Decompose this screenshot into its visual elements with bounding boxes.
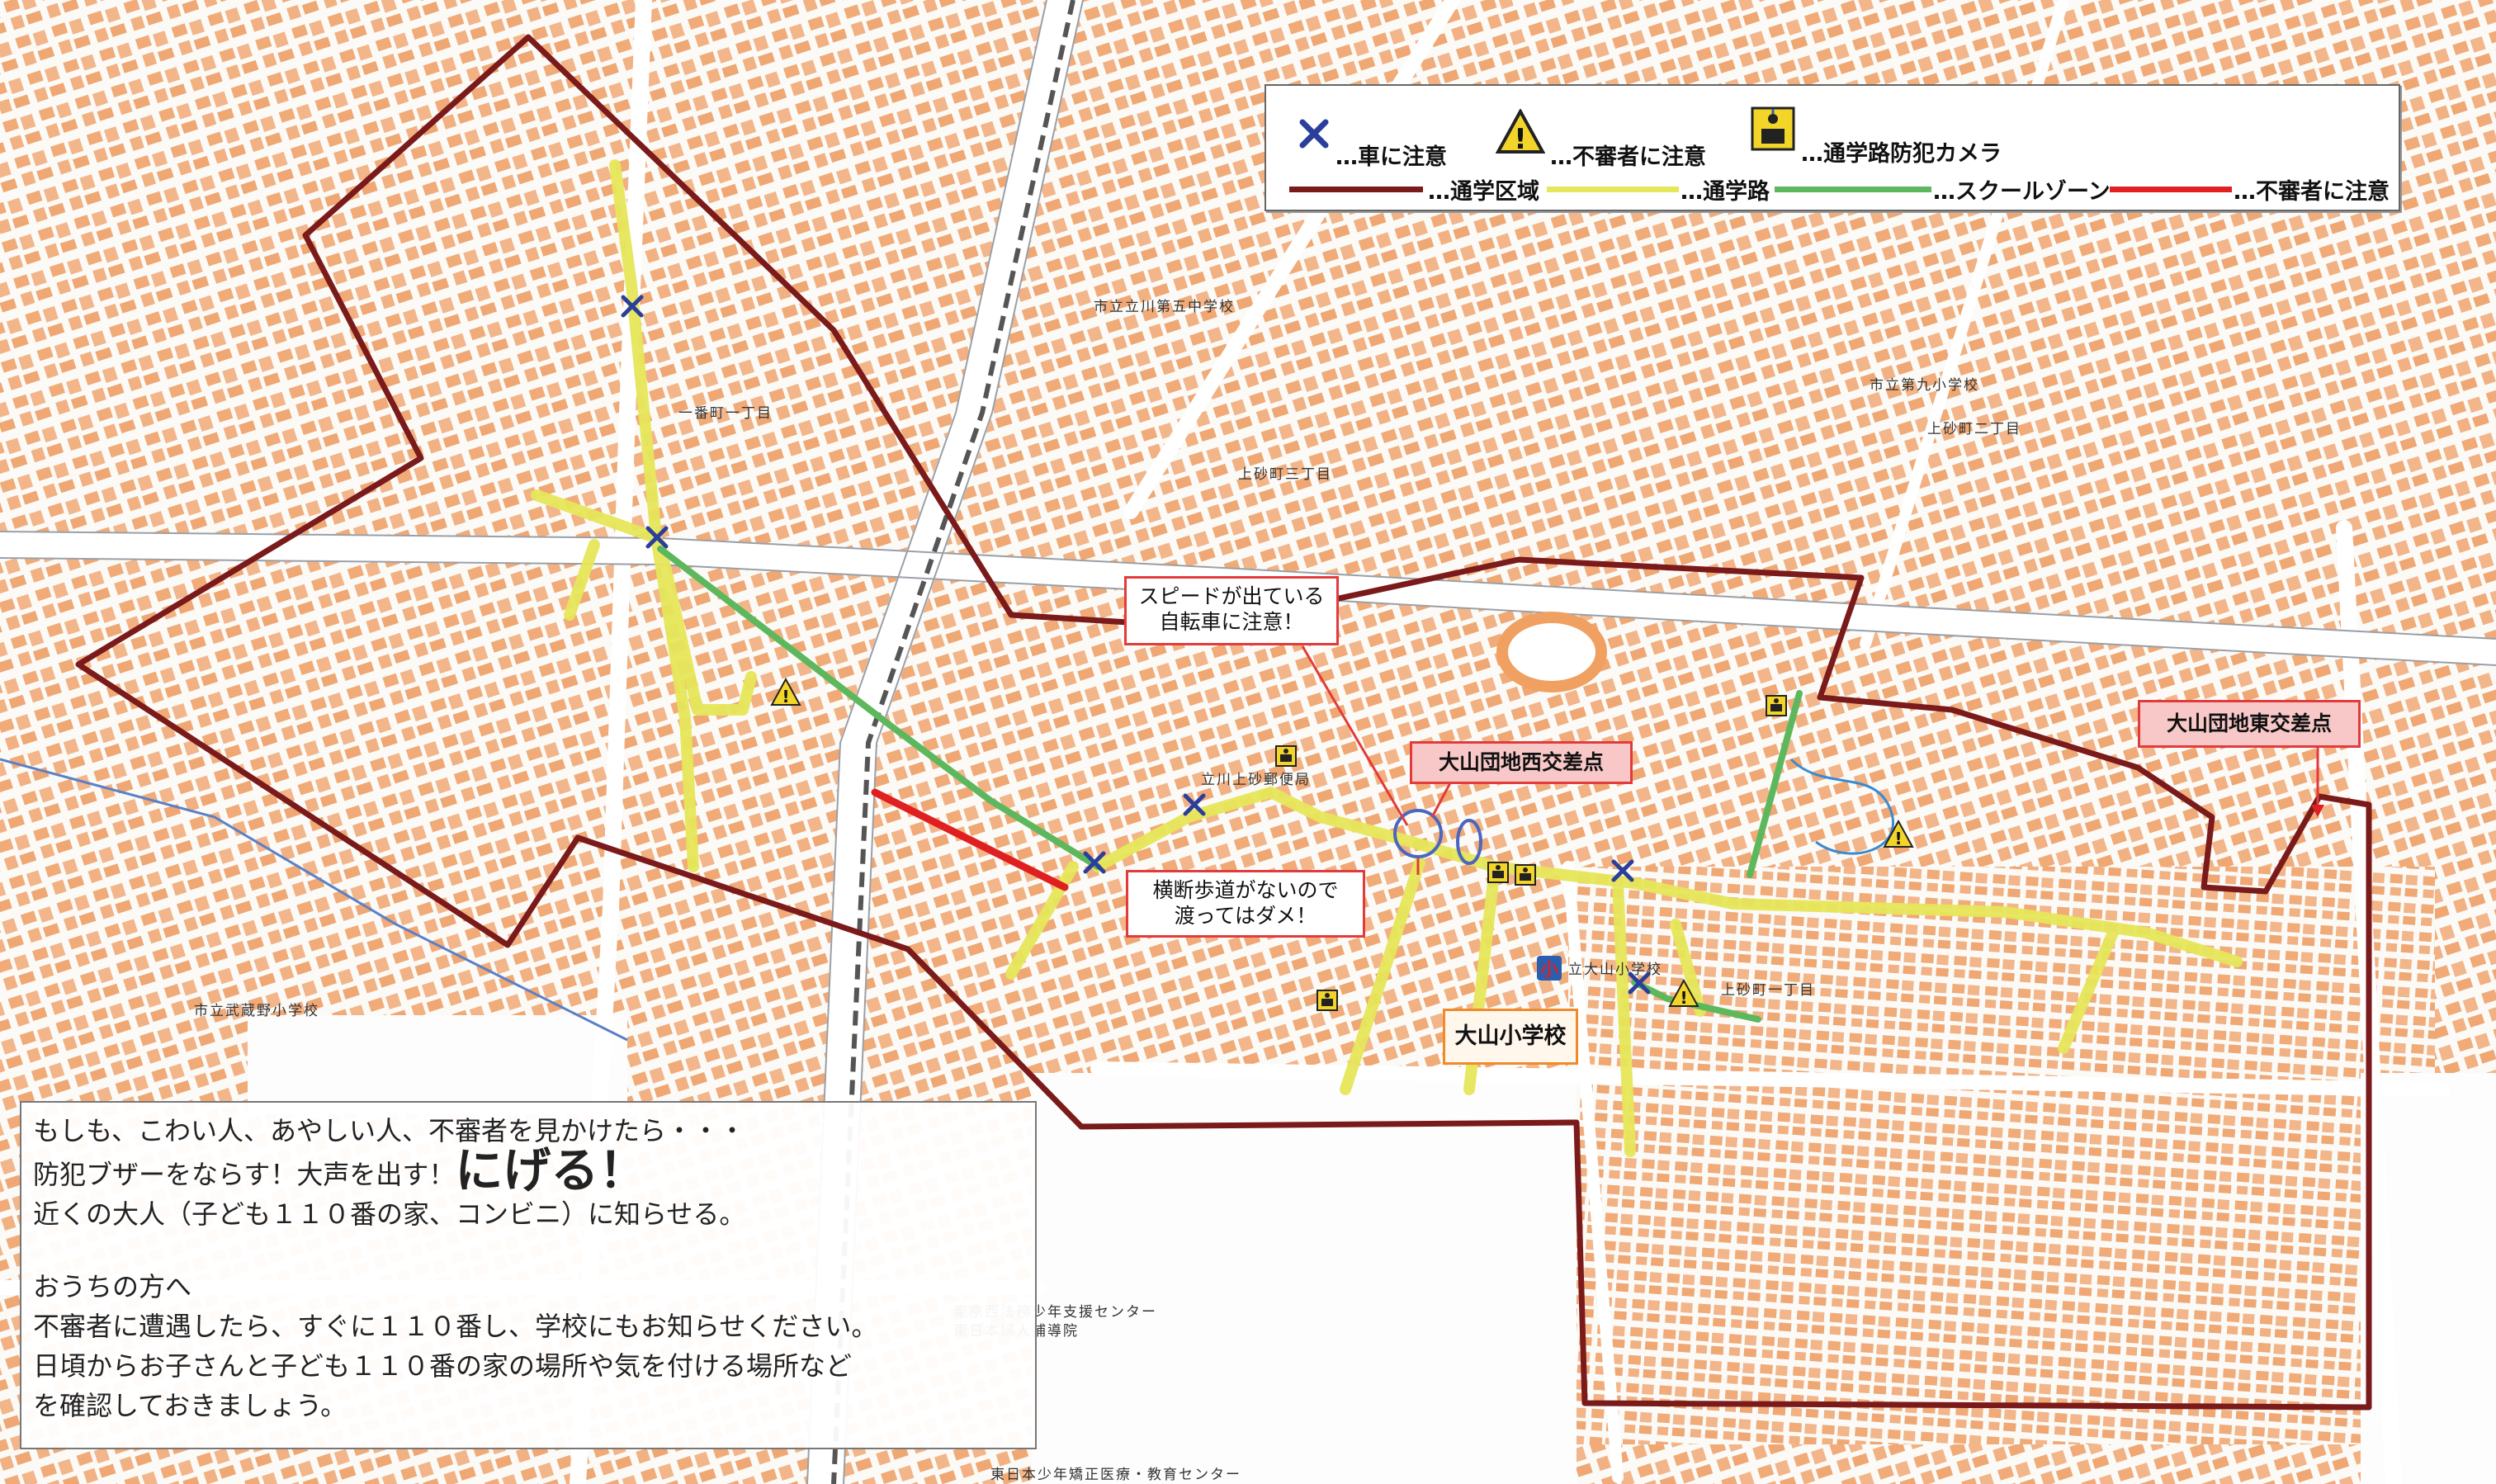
legend-suspicious-line-swatch (2110, 187, 2232, 192)
label-musashino-elementary: 市立武蔵野小学校 (194, 1003, 319, 1019)
legend-school-route-swatch (1547, 187, 1679, 192)
notice-line-5: 不審者に遭遇したら、すぐに１１０番し、学校にもお知らせください。 (33, 1311, 878, 1342)
bicycle-caution-callout: スピードが出ている 自転車に注意！ (1124, 576, 1339, 645)
car-caution-markers (621, 295, 1651, 995)
institution-grounds (1032, 1073, 1577, 1484)
legend-suspicious-line: …不審者に注意 (2234, 179, 2390, 205)
legend-school-area: …通学区域 (1428, 179, 1539, 205)
notice-line-3: 近くの大人（子ども１１０番の家、コンビニ）に知らせる。 (33, 1198, 746, 1230)
school-area-boundary (75, 34, 2372, 1411)
notice-line-6: 日頃からお子さんと子ども１１０番の家の場所や気を付ける場所など (33, 1350, 853, 1382)
legend-school-zone-swatch (1775, 187, 1931, 192)
svg-text:!: ! (1894, 829, 1902, 848)
school-map-symbol: 小 (1537, 956, 1562, 981)
crosswalk-warning-callout: 横断歩道がないので 渡ってはダメ！ (1126, 870, 1365, 938)
svg-text:!: ! (1514, 123, 1527, 155)
svg-text:!: ! (782, 687, 789, 707)
car-caution-icon (645, 526, 669, 549)
notice-line-7: を確認しておきましょう。 (33, 1390, 347, 1421)
car-caution-icon (1183, 793, 1206, 816)
safety-notice-box: もしも、こわい人、あやしい人、不審者を見かけたら・・・ 防犯ブザーをならす！大声… (20, 1101, 1037, 1449)
warning-legend-icon: ! (1496, 109, 1545, 155)
notice-run-away: にげる！ (455, 1142, 647, 1198)
notice-line-2: 防犯ブザーをならす！大声を出す！にげる！ (33, 1146, 1023, 1194)
warning-triangle-icon: ! (770, 677, 801, 707)
security-camera-icon (1275, 745, 1297, 767)
west-intersection-callout: 大山団地西交差点 (1410, 741, 1633, 784)
stream (0, 758, 628, 1042)
callout-leader-lines (1301, 645, 2319, 875)
musashino-school-grounds (248, 1015, 627, 1114)
map-legend: …車に注意 ! …不審者に注意 …通学路防犯カメラ …通学区域 …通学路 …スク… (1265, 84, 2400, 211)
sports-track (1496, 612, 1607, 692)
crosswalk-callout-line1: 横断歩道がないので (1152, 878, 1339, 902)
legend-car-caution: …車に注意 (1335, 144, 1447, 170)
car-caution-icon (1628, 971, 1651, 995)
car-caution-icon (621, 295, 644, 318)
label-medical-education-center: 東日本少年矯正医療・教育センター (990, 1467, 1241, 1483)
svg-text:!: ! (1680, 988, 1687, 1008)
intersection-circles (1393, 809, 1482, 865)
bicycle-callout-line2: 自転車に注意！ (1159, 610, 1304, 634)
car-caution-icon (1083, 851, 1106, 874)
east-intersection-marker (2311, 805, 2324, 817)
label-oyama-elementary: 立大山小学校 (1568, 962, 1662, 978)
notice-line-1: もしも、こわい人、あやしい人、不審者を見かけたら・・・ (33, 1115, 746, 1146)
label-daikyu-elementary: 市立第九小学校 (1870, 377, 1979, 394)
security-camera-icon (1515, 864, 1536, 886)
security-camera-icon (1317, 990, 1338, 1011)
label-ichibancho: 一番町一丁目 (678, 405, 773, 422)
notice-line-2-text: 防犯ブザーをならす！大声を出す！ (33, 1159, 456, 1190)
label-kamisuna-1: 上砂町一丁目 (1721, 982, 1815, 999)
legend-school-zone: …スクールゾーン (1933, 179, 2111, 205)
warning-triangle-icon: ! (1883, 819, 1914, 848)
crosswalk-callout-line2: 渡ってはダメ！ (1174, 904, 1317, 928)
label-kamisuna-2: 上砂町二丁目 (1927, 421, 2021, 437)
label-post-office: 立川上砂郵便局 (1201, 772, 1311, 788)
legend-school-area-swatch (1289, 187, 1423, 192)
legend-camera: …通学路防犯カメラ (1801, 141, 2002, 167)
east-intersection-callout: 大山団地東交差点 (2138, 700, 2361, 748)
car-caution-icon (1611, 859, 1634, 882)
oyama-elementary-label: 大山小学校 (1443, 1009, 1578, 1065)
camera-markers (1275, 695, 1787, 1011)
legend-suspicious-caution: …不審者に注意 (1550, 144, 1706, 170)
label-kamisuna-3: 上砂町三丁目 (1238, 466, 1332, 483)
residential-blocks-southeast (1568, 867, 2435, 1444)
bicycle-callout-line1: スピードが出ている (1138, 584, 1325, 608)
legend-school-route: …通学路 (1681, 179, 1770, 205)
car-caution-legend-icon (1299, 119, 1329, 149)
notice-line-4: おうちの方へ (33, 1271, 192, 1302)
warning-triangle-icon: ! (1668, 978, 1699, 1008)
svg-text:小: 小 (1540, 960, 1558, 981)
label-daigo-junior-high: 市立立川第五中学校 (1094, 299, 1235, 315)
security-camera-icon (1766, 695, 1787, 716)
security-camera-icon (1487, 862, 1509, 883)
suspicious-person-segments (871, 788, 1069, 891)
camera-legend-icon (1751, 106, 1795, 151)
pond (1789, 758, 1894, 855)
warning-markers: ! ! ! (770, 677, 1914, 1008)
